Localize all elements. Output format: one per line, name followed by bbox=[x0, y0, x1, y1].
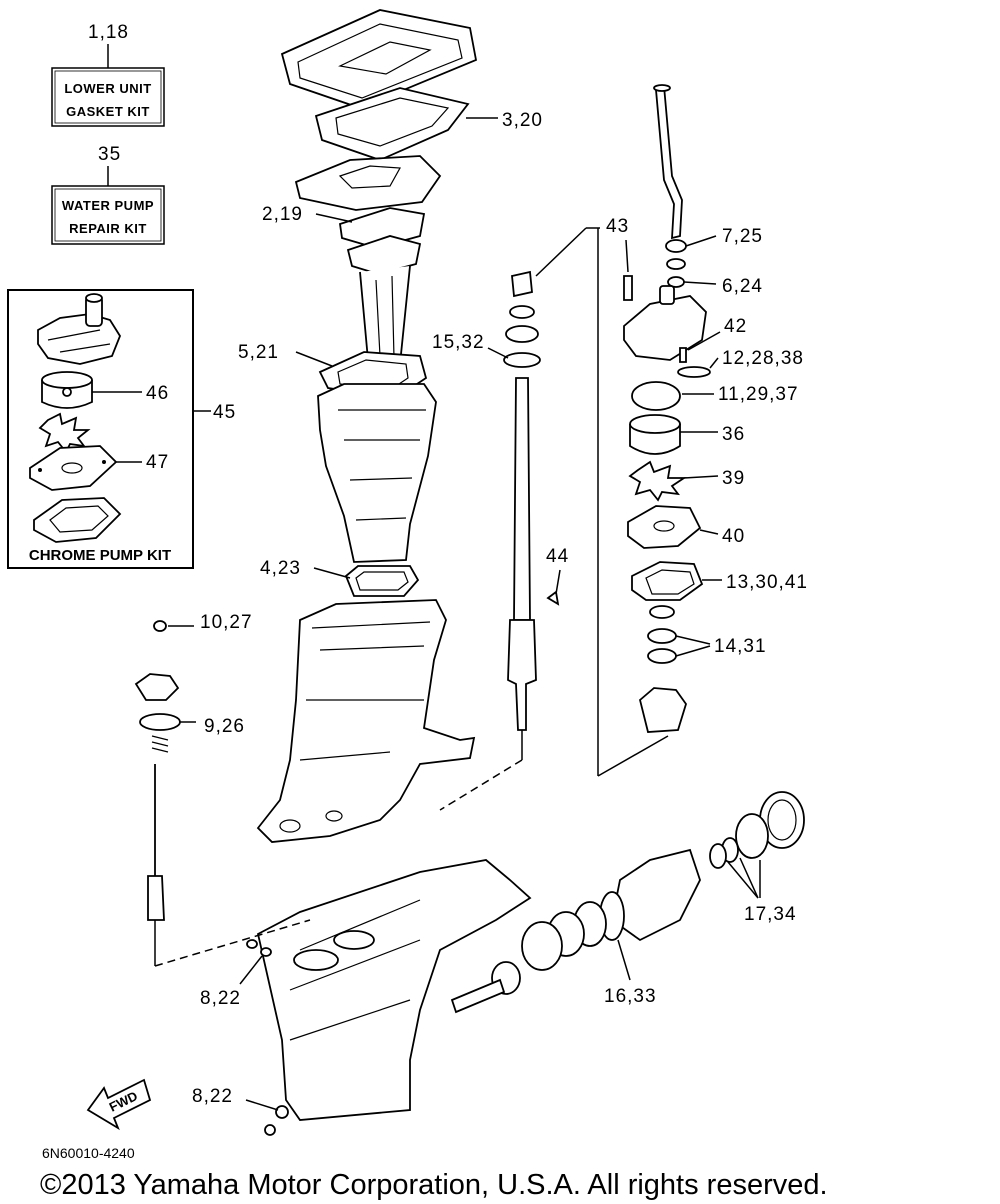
copyright-notice: ©2013 Yamaha Motor Corporation, U.S.A. A… bbox=[40, 1169, 828, 1201]
callout-13-30-41: 13,30,41 bbox=[726, 572, 808, 593]
callout-6-24: 6,24 bbox=[722, 276, 763, 297]
chrome-kit-ref: 45 bbox=[213, 402, 236, 423]
callout-40: 40 bbox=[722, 526, 745, 547]
gasket-kit-box bbox=[51, 67, 165, 127]
kit-item-46: 46 bbox=[146, 383, 169, 404]
kit-plate-drawing bbox=[29, 445, 118, 491]
callout-12-28-38: 12,28,38 bbox=[722, 348, 804, 369]
callout-9-26: 9,26 bbox=[204, 716, 245, 737]
chrome-kit-title: CHROME PUMP KIT bbox=[29, 547, 171, 564]
callout-10-27: 10,27 bbox=[200, 612, 253, 633]
callout-2-19: 2,19 bbox=[262, 204, 303, 225]
drain-screw-drawings bbox=[246, 939, 289, 1136]
callout-39: 39 bbox=[722, 468, 745, 489]
upper-case-assembly-drawing bbox=[280, 9, 478, 597]
pump-kit-line1: WATER PUMP bbox=[62, 198, 154, 213]
pump-kit-box bbox=[51, 185, 165, 245]
water-pump-kit-callout: 35 WATER PUMP REPAIR KIT bbox=[51, 144, 165, 245]
drive-shaft-drawing bbox=[439, 227, 669, 811]
pump-kit-line2: REPAIR KIT bbox=[69, 221, 147, 236]
callout-44: 44 bbox=[546, 546, 569, 567]
callout-17-34: 17,34 bbox=[744, 904, 797, 925]
callout-14-31: 14,31 bbox=[714, 636, 767, 657]
gasket-kit-ref: 1,18 bbox=[88, 22, 129, 43]
chrome-pump-kit: 45 46 47 CHROME PUMP KIT bbox=[7, 289, 236, 569]
pump-kit-ref: 35 bbox=[98, 144, 121, 165]
callout-7-25: 7,25 bbox=[722, 226, 763, 247]
callout-43: 43 bbox=[606, 216, 629, 237]
fwd-arrow-icon: FWD bbox=[86, 1078, 152, 1131]
callout-36: 36 bbox=[722, 424, 745, 445]
callout-42: 42 bbox=[724, 316, 747, 337]
kit-item-47: 47 bbox=[146, 452, 169, 473]
callout-16-33: 16,33 bbox=[604, 986, 657, 1007]
chrome-pump-kit-frame bbox=[7, 289, 194, 569]
propeller-shaft-assembly-drawing bbox=[450, 791, 805, 1014]
callout-15-32: 15,32 bbox=[432, 332, 485, 353]
gasket-kit-line1: LOWER UNIT bbox=[64, 81, 151, 96]
kit-gasket-drawing bbox=[33, 497, 122, 543]
kit-cup-insert-drawing bbox=[41, 371, 93, 409]
kit-pump-housing-drawing bbox=[37, 293, 122, 365]
drawing-code: 6N60010-4240 bbox=[42, 1145, 135, 1161]
shift-rod-assembly-drawing bbox=[134, 620, 311, 967]
callout-5-21: 5,21 bbox=[238, 342, 279, 363]
callout-3-20: 3,20 bbox=[502, 110, 543, 131]
callout-11-29-37: 11,29,37 bbox=[718, 384, 799, 405]
gasket-kit-line2: GASKET KIT bbox=[66, 104, 150, 119]
lower-case-drawing bbox=[256, 599, 532, 1121]
water-pump-stack-drawing bbox=[623, 84, 711, 733]
callout-8-22-lower: 8,22 bbox=[192, 1086, 233, 1107]
callout-8-22-upper: 8,22 bbox=[200, 988, 241, 1009]
gasket-kit-callout: 1,18 LOWER UNIT GASKET KIT bbox=[51, 22, 165, 127]
callout-4-23: 4,23 bbox=[260, 558, 301, 579]
